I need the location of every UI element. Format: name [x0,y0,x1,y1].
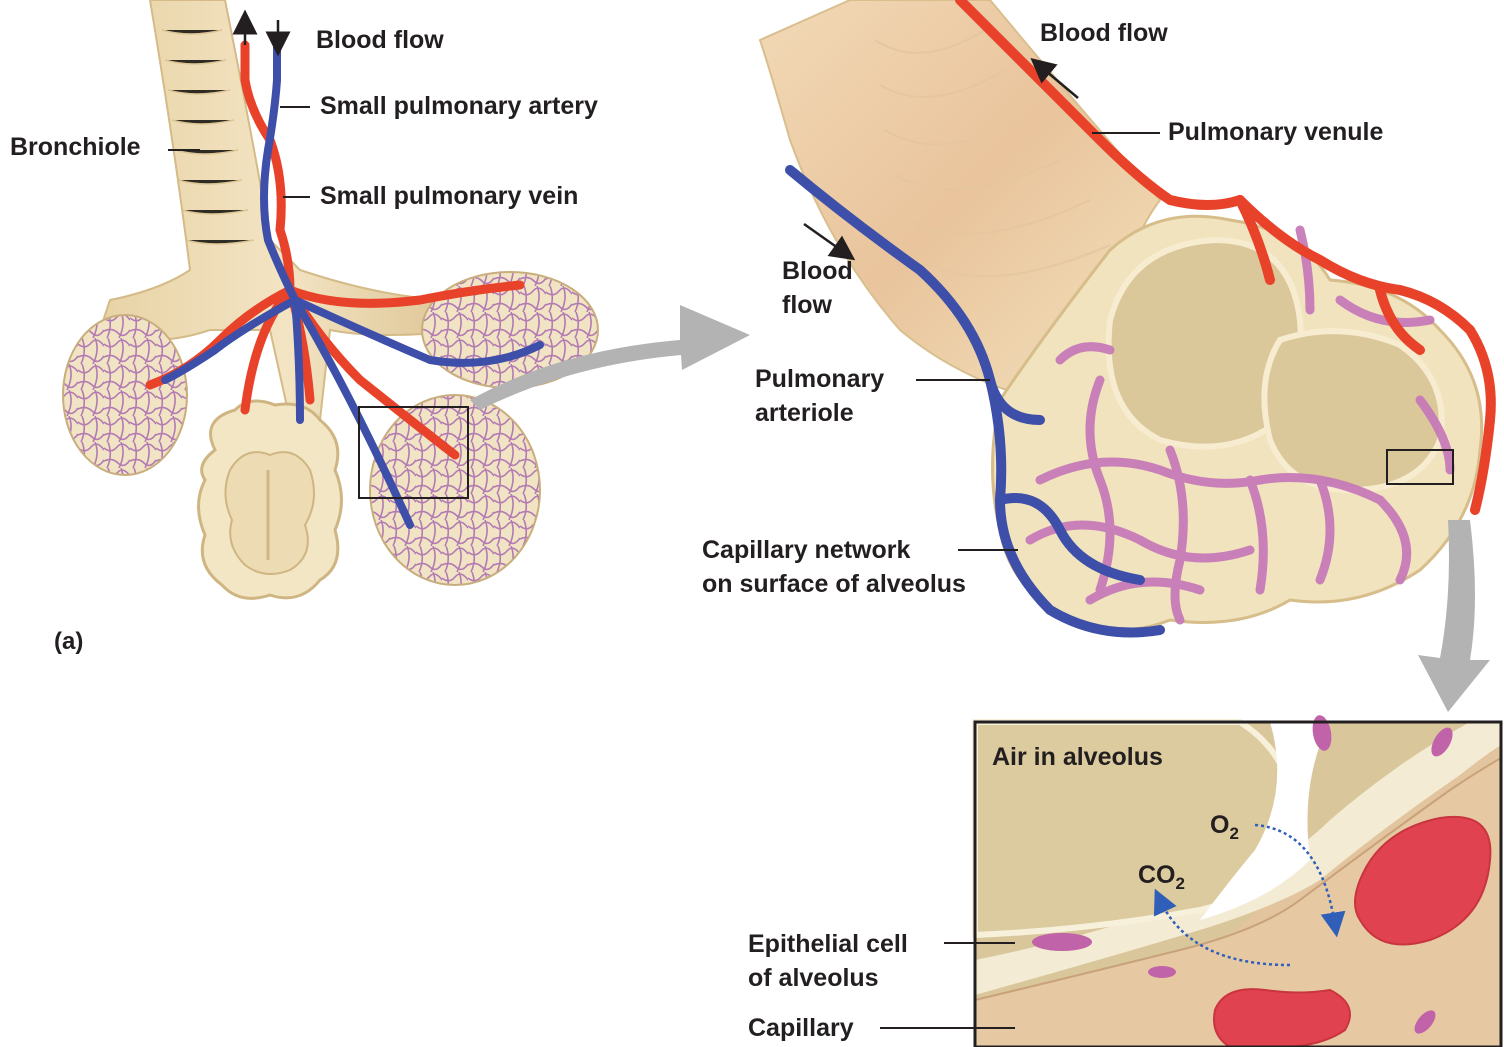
label-small-pulmonary-artery: Small pulmonary artery [320,89,598,123]
alveolus-chamber-2 [1264,331,1441,490]
label-pulmonary-arteriole-line2: arteriole [755,396,854,430]
label-blood-flow-a: Blood flow [316,23,444,57]
red-blood-cell-2 [1214,989,1350,1047]
label-air-in-alveolus: Air in alveolus [992,740,1163,774]
label-epithelial-cell-line1: Epithelial cell [748,927,908,961]
label-co2: CO2 [1138,858,1185,895]
label-blood-flow-top-right: Blood flow [1040,16,1168,50]
panel-label-a: (a) [54,625,83,659]
label-capillary-network-line1: Capillary network [702,533,910,567]
label-blood-flow-left-line2: flow [782,288,832,322]
label-o2: O2 [1210,808,1239,845]
label-small-pulmonary-vein: Small pulmonary vein [320,179,578,213]
label-pulmonary-arteriole-line1: Pulmonary [755,362,884,396]
label-blood-flow-left-line1: Blood [782,254,853,288]
label-epithelial-cell-line2: of alveolus [748,961,879,995]
label-pulmonary-venule: Pulmonary venule [1168,115,1383,149]
label-capillary-network-line2: on surface of alveolus [702,567,966,601]
label-capillary: Capillary [748,1011,854,1045]
alveolar-sac-left [63,315,187,475]
label-bronchiole: Bronchiole [10,130,141,164]
